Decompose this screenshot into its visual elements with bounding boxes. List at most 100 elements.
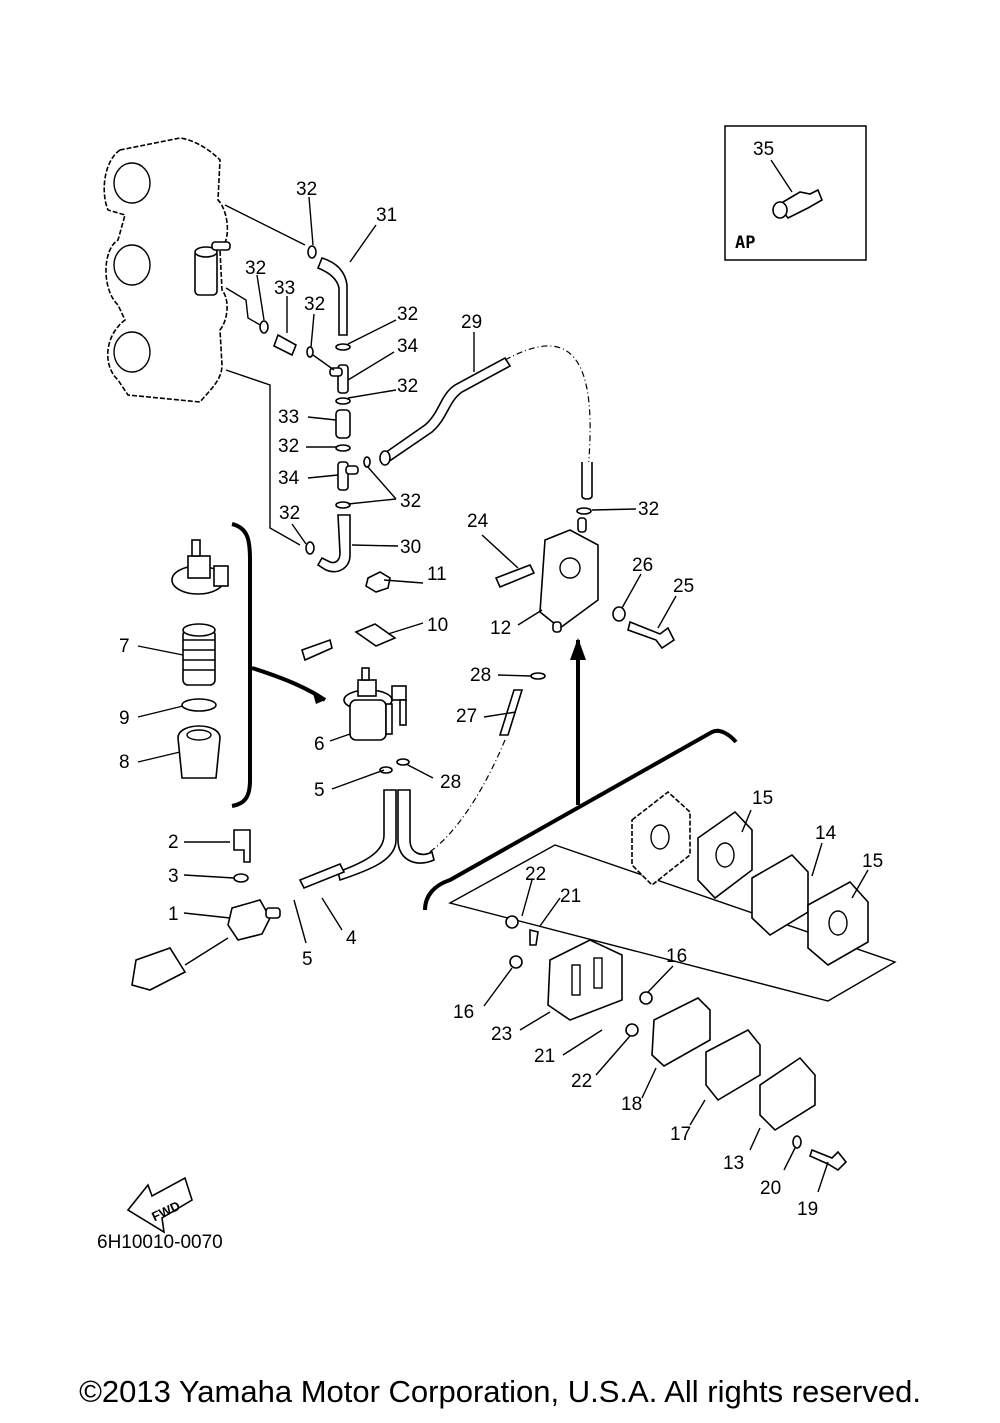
- pump-plates: [631, 790, 869, 966]
- callouts: 32 31 32 33 32 32 34 32 33 32 34 32 32 3…: [119, 179, 883, 1220]
- callout-28: 28: [440, 772, 461, 793]
- callout-22: 22: [525, 864, 546, 885]
- callout-34: 34: [397, 336, 419, 357]
- arrow-head: [312, 690, 325, 704]
- cover-13: [759, 1056, 816, 1132]
- fuel-pump-12: [539, 517, 599, 633]
- callout-32: 32: [397, 304, 418, 325]
- washer-20: [792, 1135, 802, 1149]
- callout-16: 16: [666, 946, 687, 967]
- fwd-arrow: FWD: [126, 1176, 193, 1234]
- connector: [131, 947, 187, 991]
- callout-32: 32: [278, 436, 299, 457]
- callout-33: 33: [278, 407, 299, 428]
- hose-end: [581, 462, 593, 500]
- callout-28: 28: [470, 665, 491, 686]
- callout-4: 4: [346, 928, 357, 949]
- leader-line: [224, 204, 306, 246]
- callout-20: 20: [760, 1178, 781, 1199]
- callout-9: 9: [119, 708, 130, 729]
- callout-29: 29: [461, 312, 482, 333]
- callout-35: 35: [753, 139, 774, 160]
- o-ring-9: [181, 698, 217, 712]
- ap-inset: 35 AP: [724, 125, 867, 261]
- hose-clamps: [259, 245, 592, 774]
- callout-32: 32: [400, 491, 421, 512]
- fuel-filter-6: [343, 667, 407, 741]
- leader-lines: [137, 196, 869, 1193]
- washer-26: [612, 606, 626, 622]
- callout-10: 10: [427, 615, 448, 636]
- hose-31: [316, 257, 348, 336]
- callout-32: 32: [638, 499, 659, 520]
- callout-32: 32: [397, 376, 418, 397]
- callout-6: 6: [314, 734, 325, 755]
- leader-line: [312, 354, 335, 371]
- gasket-24: [494, 563, 536, 589]
- callout-8: 8: [119, 752, 130, 773]
- callout-14: 14: [815, 823, 837, 844]
- engine-block: [103, 137, 231, 403]
- callout-31: 31: [376, 205, 397, 226]
- callout-5: 5: [314, 780, 325, 801]
- nut-16: [639, 991, 653, 1005]
- hose-29: [380, 356, 512, 464]
- fuel-joint-1: [227, 899, 281, 941]
- callout-7: 7: [119, 636, 130, 657]
- callout-34: 34: [278, 468, 300, 489]
- callout-27: 27: [456, 706, 477, 727]
- nut-11: [365, 571, 391, 593]
- callout-17: 17: [670, 1124, 691, 1145]
- callout-16: 16: [453, 1002, 474, 1023]
- screw-22: [625, 1023, 639, 1037]
- callout-15: 15: [862, 851, 883, 872]
- leader-line: [225, 287, 263, 327]
- callout-5: 5: [302, 949, 313, 970]
- leader-line: [225, 369, 301, 546]
- copyright-notice: ©2013 Yamaha Motor Corporation, U.S.A. A…: [79, 1374, 921, 1409]
- pump-body-23: [547, 939, 623, 1021]
- callout-22: 22: [571, 1071, 592, 1092]
- hose: [397, 789, 435, 864]
- callout-23: 23: [491, 1024, 512, 1045]
- callout-15: 15: [752, 788, 773, 809]
- screw: [301, 638, 333, 662]
- callout-32: 32: [245, 258, 266, 279]
- bolt-2: [233, 829, 251, 863]
- hose-30: [316, 514, 351, 573]
- callout-26: 26: [632, 555, 653, 576]
- screw-19: [809, 1148, 848, 1172]
- callout-32: 32: [296, 179, 317, 200]
- callout-32: 32: [304, 294, 325, 315]
- callout-32: 32: [279, 503, 300, 524]
- ap-label: AP: [735, 233, 755, 253]
- hose-path: [504, 345, 591, 471]
- valve-21: [529, 928, 539, 946]
- bracket: [231, 522, 252, 808]
- hose-4: [298, 862, 346, 890]
- filter-cup-8: [177, 725, 221, 779]
- callout-25: 25: [673, 576, 694, 597]
- callout-2: 2: [168, 832, 179, 853]
- callout-11: 11: [427, 564, 447, 585]
- diagram-code: 6H10010-0070: [97, 1232, 223, 1253]
- callout-19: 19: [797, 1199, 818, 1220]
- gasket-18: [651, 997, 711, 1067]
- joint-33: [273, 333, 351, 439]
- diaphragm-17: [705, 1028, 761, 1102]
- joint-34: [329, 364, 359, 491]
- screw-22: [505, 915, 519, 929]
- hose: [337, 789, 397, 882]
- callout-21: 21: [534, 1046, 555, 1067]
- callout-13: 13: [723, 1153, 744, 1174]
- nut-16: [509, 955, 523, 969]
- callout-1: 1: [168, 904, 179, 925]
- callout-18: 18: [621, 1094, 642, 1115]
- kit-outline: [448, 844, 897, 1002]
- bracket-10: [354, 623, 397, 647]
- callout-3: 3: [168, 866, 179, 887]
- callout-33: 33: [274, 278, 295, 299]
- callout-30: 30: [400, 537, 421, 558]
- arrow-head: [570, 638, 586, 660]
- detail-bracket: [423, 728, 738, 911]
